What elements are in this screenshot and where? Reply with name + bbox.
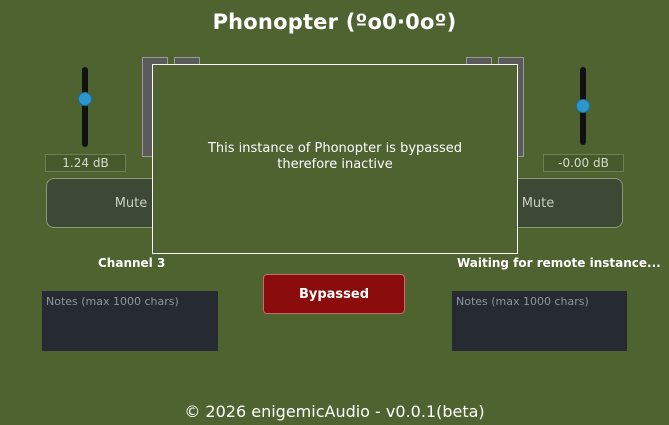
right-notes-input[interactable]	[452, 291, 627, 351]
left-mute-label: Mute	[114, 195, 148, 211]
bypassed-message-line2: therefore inactive	[277, 157, 393, 172]
left-notes-input[interactable]	[42, 291, 218, 351]
left-channel-label: Channel 3	[98, 256, 166, 270]
bypass-button-label: Bypassed	[298, 286, 370, 302]
bypassed-message-line1: This instance of Phonopter is bypassed	[207, 141, 463, 156]
right-status-label: Waiting for remote instance...	[457, 256, 661, 270]
app-title: Phonopter (ºo0·0oº)	[212, 10, 457, 34]
bypassed-overlay: This instance of Phonopter is bypassed t…	[152, 64, 518, 254]
right-gain-slider-knob[interactable]	[576, 99, 590, 113]
left-gain-slider-knob[interactable]	[78, 92, 92, 106]
footer-copyright: © 2026 enigemicAudio - v0.0.1(beta)	[184, 402, 485, 421]
bypass-button[interactable]: Bypassed	[263, 274, 405, 314]
right-mute-label: Mute	[521, 195, 555, 211]
left-gain-slider-track[interactable]	[82, 67, 88, 147]
left-gain-readout[interactable]: 1.24 dB	[45, 154, 126, 172]
right-gain-readout[interactable]: -0.00 dB	[543, 154, 624, 172]
